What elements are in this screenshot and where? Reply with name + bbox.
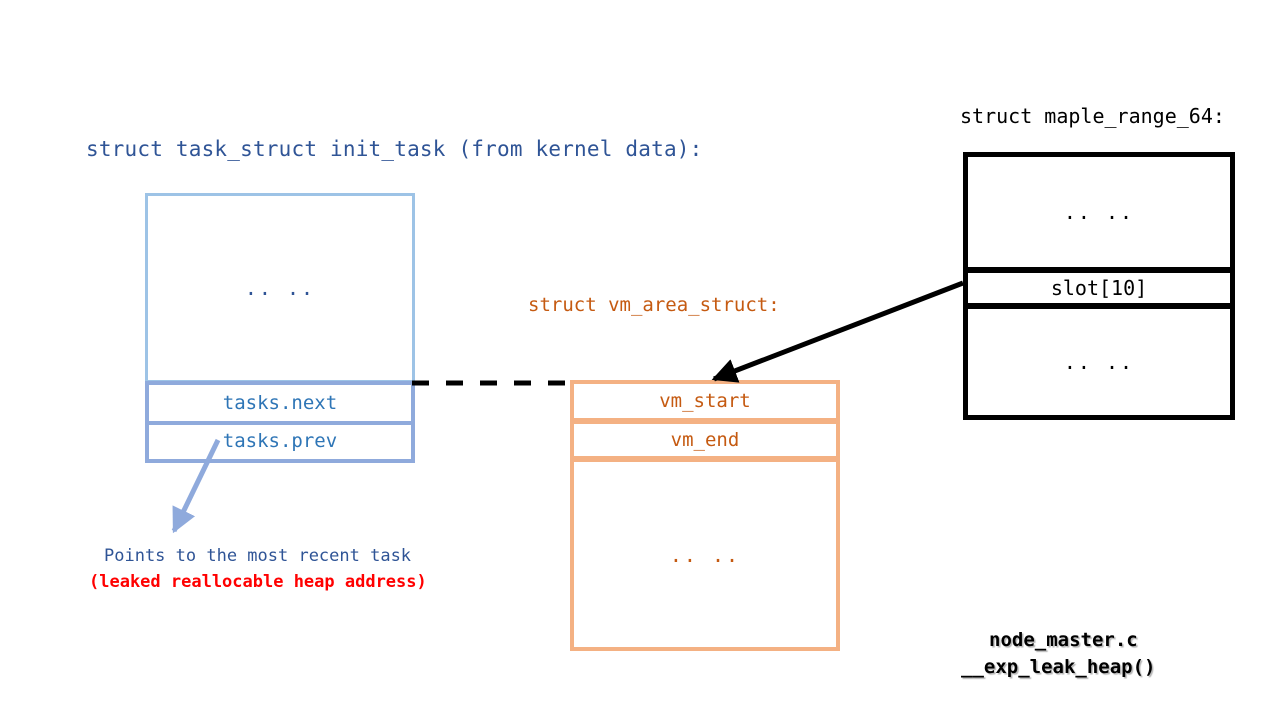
- task-struct-box: .. .. tasks.next tasks.prev: [145, 193, 415, 463]
- note-points-to-most-recent-task: Points to the most recent task: [104, 546, 412, 566]
- vm-area-struct-box: vm_start vm_end .. ..: [570, 380, 840, 651]
- task-struct-ellipsis: .. ..: [244, 276, 316, 300]
- task-struct-pointer-rows: tasks.next tasks.prev: [145, 381, 415, 463]
- field-vm-end: vm_end: [570, 420, 840, 460]
- maple-bottom-ellipsis: .. ..: [963, 304, 1235, 420]
- field-tasks-prev: tasks.prev: [222, 430, 338, 452]
- vm-area-struct-title: struct vm_area_struct:: [528, 294, 780, 316]
- source-function-label: __exp_leak_heap(): [961, 656, 1156, 678]
- field-vm-start: vm_start: [570, 380, 840, 422]
- vm-area-struct-ellipsis: .. ..: [570, 458, 840, 651]
- task-struct-body-region: .. ..: [145, 193, 415, 383]
- maple-top-ellipsis: .. ..: [963, 152, 1235, 272]
- maple-range-64-title: struct maple_range_64:: [960, 104, 1225, 128]
- note-leaked-heap-address: (leaked reallocable heap address): [89, 572, 427, 592]
- field-tasks-next: tasks.next: [222, 392, 338, 414]
- source-file-label: node_master.c: [989, 629, 1138, 651]
- row-divider: [149, 421, 411, 425]
- task-struct-title: struct task_struct init_task (from kerne…: [86, 137, 703, 161]
- field-slot-10: slot[10]: [963, 268, 1235, 308]
- maple-range-64-box: .. .. slot[10] .. ..: [963, 152, 1235, 420]
